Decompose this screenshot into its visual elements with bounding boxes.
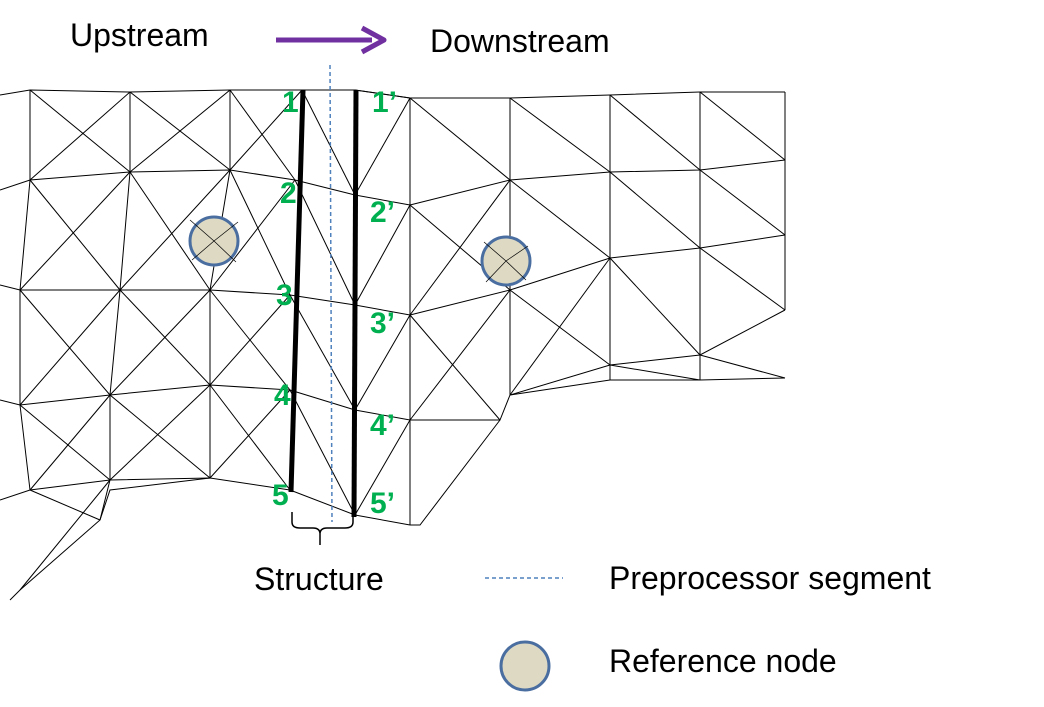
finite-element-mesh bbox=[0, 89, 786, 601]
preprocessor-segment-line bbox=[329, 64, 333, 523]
reference-node-upstream bbox=[188, 215, 240, 267]
node-label-3-prime: 3’ bbox=[370, 307, 395, 340]
reference-node-downstream bbox=[480, 235, 532, 287]
structure-brace bbox=[291, 512, 354, 545]
structure-label: Structure bbox=[254, 561, 384, 597]
node-label-1-prime: 1’ bbox=[372, 86, 397, 119]
node-label-4-prime: 4’ bbox=[370, 409, 395, 442]
structure-upstream-face bbox=[288, 89, 306, 493]
node-label-5-prime: 5’ bbox=[370, 487, 395, 520]
structure-downstream-face bbox=[351, 89, 359, 518]
flow-arrow bbox=[276, 25, 387, 55]
downstream-label: Downstream bbox=[430, 23, 610, 59]
node-label-2: 2 bbox=[280, 177, 297, 210]
node-label-5: 5 bbox=[272, 479, 289, 512]
node-label-4: 4 bbox=[274, 379, 291, 412]
node-label-2-prime: 2’ bbox=[370, 196, 395, 229]
node-label-1: 1 bbox=[282, 86, 299, 119]
legend-reference-node-icon bbox=[499, 640, 551, 692]
upstream-label: Upstream bbox=[70, 17, 209, 53]
node-label-3: 3 bbox=[276, 279, 293, 312]
legend-reference-label: Reference node bbox=[609, 643, 837, 679]
legend-segment-label: Preprocessor segment bbox=[609, 560, 931, 596]
